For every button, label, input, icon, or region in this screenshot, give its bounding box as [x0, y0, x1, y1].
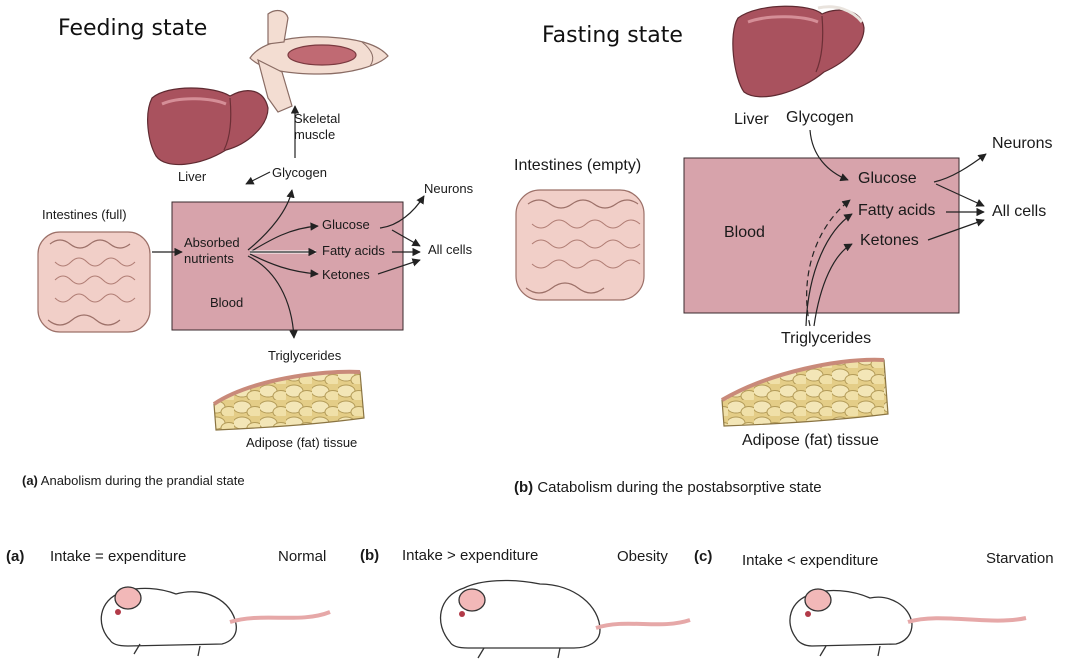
label-glycogen-b: Glycogen	[786, 109, 854, 126]
caption-a: (a) Anabolism during the prandial state	[22, 474, 245, 487]
balance-c-relation: Intake < expenditure	[742, 552, 879, 569]
feeding-state-title: Feeding state	[58, 16, 208, 41]
label-adipose-a: Adipose (fat) tissue	[246, 435, 358, 450]
label-intestines-full: Intestines (full)	[42, 207, 127, 222]
balance-c-state: Starvation	[986, 550, 1054, 567]
label-ketones-a: Ketones	[322, 267, 370, 282]
arrows-a	[152, 105, 425, 339]
label-fatty-acids-b: Fatty acids	[858, 202, 936, 219]
label-fatty-acids-a: Fatty acids	[322, 243, 385, 258]
label-glucose-a: Glucose	[322, 217, 370, 232]
mouse-normal	[100, 586, 331, 657]
balance-c-letter: (c)	[694, 548, 713, 565]
label-glucose-b: Glucose	[858, 170, 917, 187]
caption-a-text: Anabolism during the prandial state	[40, 473, 245, 488]
label-absorbed-line1: Absorbed	[184, 235, 240, 250]
caption-b-text: Catabolism during the postabsorptive sta…	[537, 479, 822, 496]
label-neurons-b: Neurons	[992, 135, 1053, 152]
label-triglycerides-b: Triglycerides	[781, 330, 872, 347]
caption-b: (b) Catabolism during the postabsorptive…	[514, 480, 822, 495]
label-all-cells-a: All cells	[428, 242, 473, 257]
label-liver-a: Liver	[178, 169, 207, 184]
balance-b-letter: (b)	[360, 547, 380, 564]
arrows-b	[805, 129, 987, 327]
blood-box-a	[171, 201, 404, 331]
label-all-cells-b: All cells	[992, 203, 1047, 220]
adipose-illustration-a	[212, 369, 365, 431]
liver-illustration-a	[147, 87, 269, 166]
label-neurons-a: Neurons	[424, 181, 474, 196]
label-adipose-b: Adipose (fat) tissue	[742, 432, 879, 449]
balance-a-state: Normal	[278, 548, 327, 565]
adipose-illustration-b	[720, 357, 889, 427]
mouse-obese	[440, 579, 691, 659]
label-absorbed-line2: nutrients	[184, 251, 234, 266]
label-skeletal-muscle-line1: Skeletal	[294, 111, 341, 126]
label-blood-a: Blood	[210, 295, 244, 310]
label-liver-b: Liver	[734, 111, 769, 128]
label-intestines-empty: Intestines (empty)	[514, 157, 642, 174]
skeletal-muscle-illustration	[249, 9, 389, 113]
mouse-starved	[789, 588, 1027, 657]
balance-a-letter: (a)	[6, 548, 25, 565]
label-blood-b: Blood	[724, 224, 765, 241]
balance-b-state: Obesity	[617, 548, 668, 565]
caption-b-letter: (b)	[514, 479, 534, 496]
label-triglycerides-a: Triglycerides	[268, 348, 342, 363]
caption-a-letter: (a)	[22, 473, 38, 488]
intestines-illustration-b	[515, 189, 645, 301]
fasting-state-title: Fasting state	[542, 23, 683, 48]
label-glycogen-a: Glycogen	[272, 165, 327, 180]
label-ketones-b: Ketones	[860, 232, 919, 249]
balance-b-relation: Intake > expenditure	[402, 547, 539, 564]
label-skeletal-muscle-line2: muscle	[294, 127, 336, 142]
intestines-illustration-a	[37, 231, 151, 333]
balance-a-relation: Intake = expenditure	[50, 548, 187, 565]
liver-illustration-b	[732, 5, 865, 98]
